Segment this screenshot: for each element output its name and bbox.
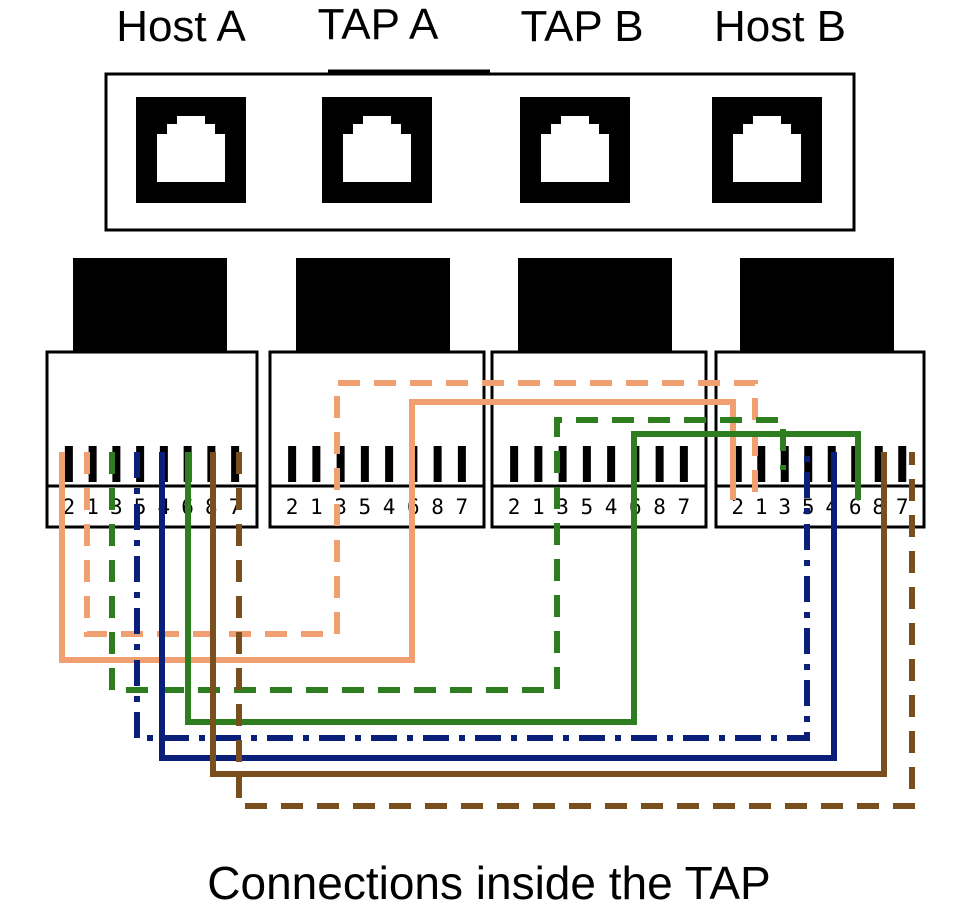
pin-number: 4 [383,495,396,519]
pin-contact [360,446,369,482]
plug-body [714,350,926,529]
pin-contact [112,446,121,482]
pin-contact [733,446,742,482]
plug-latch [296,258,450,352]
pin-contact [385,446,394,482]
wire-blue-dashdot [134,452,810,741]
pin-contact [534,446,543,482]
pin-contact [655,446,664,482]
pin-number: 2 [63,495,76,519]
wire-brown-solid [210,452,887,777]
wire-green-dashed [109,417,786,693]
pin-contact [64,446,73,482]
pin-contact [874,446,883,482]
pin-contact [312,446,321,482]
pin-contact [510,446,519,482]
pin-number: 3 [778,495,791,519]
rj45-socket-icon [733,116,801,182]
pin-number: 2 [286,495,299,519]
jack-tap-b [520,97,630,203]
pin-contact [433,446,442,482]
jack-host-a [136,97,246,203]
plug-body [268,350,486,529]
rj45-socket-icon [343,116,411,182]
label-host-a: Host A [116,2,246,51]
plug-body [45,350,259,529]
plug-latch [518,258,672,352]
pin-contact [558,446,567,482]
pin-contact [679,446,688,482]
pin-contact [780,446,789,482]
pin-number: 5 [802,495,815,519]
pin-number: 7 [896,495,909,519]
pin-number: 4 [605,495,618,519]
wire-blue-solid [159,452,837,761]
pin-contact [607,446,616,482]
pin-number: 1 [310,495,323,519]
rj45-socket-icon [541,116,609,182]
pin-number: 1 [532,495,545,519]
plug-latch [740,258,894,352]
pin-number: 8 [431,495,444,519]
rj45-socket-icon [157,116,225,182]
pin-number: 2 [508,495,521,519]
pin-number: 8 [653,495,666,519]
label-tap-a: TAP A [317,0,439,49]
pin-contact [288,446,297,482]
pin-number: 5 [359,495,372,519]
pin-contact [757,446,766,482]
pin-contact [898,446,907,482]
pin-number: 2 [731,495,744,519]
wire-green-solid [185,431,861,725]
jack-host-b [712,97,822,203]
pin-number: 7 [678,495,691,519]
wire-brown-dashed [236,452,915,809]
pin-number: 5 [581,495,594,519]
pin-contact [804,446,813,482]
plug-latch [73,258,227,352]
pin-contact [336,446,345,482]
plug-body [490,350,708,529]
pin-contact [457,446,466,482]
wire-orange-dashed [84,380,758,637]
diagram-caption: Connections inside the TAP [207,857,771,909]
pin-contact [231,446,240,482]
pin-number: 1 [755,495,768,519]
pin-number: 7 [456,495,469,519]
label-tap-b: TAP B [520,2,644,51]
pin-number: 6 [849,495,862,519]
jack-tap-a [322,97,432,203]
pin-contact [582,446,591,482]
label-host-b: Host B [713,2,847,51]
pin-contact [136,446,145,482]
pin-contact [88,446,97,482]
